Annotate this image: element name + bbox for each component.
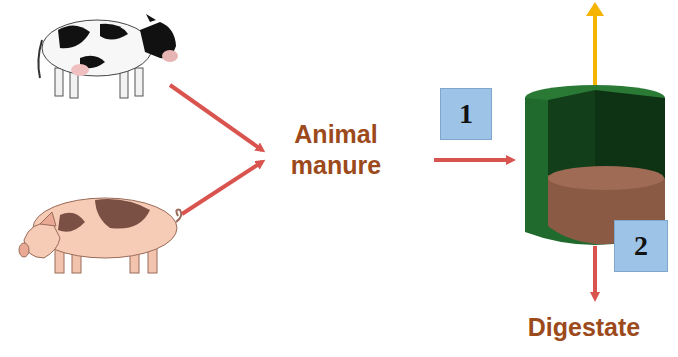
callout-box: 1 (440, 88, 492, 140)
pig-illustration (19, 198, 181, 273)
callout-number: 2 (634, 230, 648, 262)
biogas-arrow (586, 2, 604, 86)
cow-illustration (38, 14, 178, 98)
flow-label: Digestate (494, 312, 674, 343)
callout-box: 2 (614, 220, 668, 272)
flow-label: Animal manure (271, 119, 401, 182)
flow-arrow (170, 85, 595, 298)
callout-number: 1 (459, 98, 473, 130)
